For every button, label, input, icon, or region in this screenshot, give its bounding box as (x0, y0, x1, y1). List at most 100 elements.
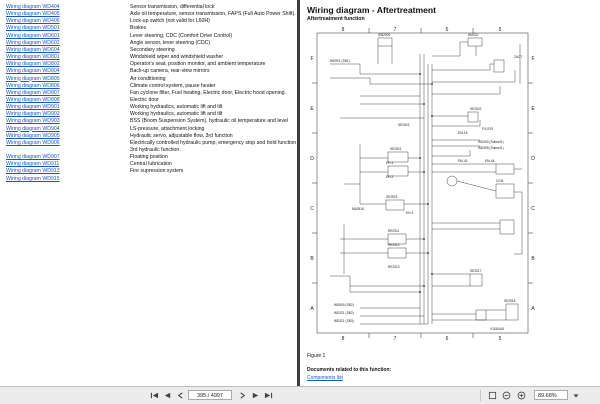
diagram-description: Hydraulic servo, adjustable flow, 3rd fu… (130, 132, 233, 139)
wiring-diagram-link[interactable]: Wiring diagram WD406 (6, 18, 60, 25)
diagram-description: Electric door (130, 96, 159, 103)
diagram-description: Lock-up switch (not valid for L60H) (130, 18, 210, 25)
wiring-diagram-link[interactable]: Wiring diagram WD907 (6, 154, 60, 161)
list-item: Wiring diagram WD902 Working hydraulics, … (6, 111, 296, 118)
wiring-diagram-link[interactable]: Wiring diagram WD405 (6, 11, 60, 18)
diagram-label: SE2543 (398, 123, 410, 127)
wiring-diagram-link[interactable]: Wiring diagram WD808 (6, 96, 60, 103)
previous-page-alt-button[interactable] (174, 390, 186, 401)
col-label: 8 (342, 336, 345, 342)
chevron-right-icon (239, 392, 245, 399)
wiring-diagram-link[interactable]: Wiring diagram WD915 (6, 175, 60, 182)
diagram-label: MA2516 (352, 207, 364, 211)
wiring-diagram: 8 7 6 5 8 7 6 5 F E D C B A F E D C B A (310, 27, 535, 342)
wiring-diagram-link[interactable]: Wiring diagram WD901 (6, 104, 60, 111)
page-title: Wiring diagram - Aftertreatment (307, 5, 437, 15)
wiring-diagram-link[interactable]: Wiring diagram WD801 (6, 54, 60, 61)
zoom-dropdown-button[interactable] (570, 390, 582, 401)
diagram-label: EH-3 (406, 211, 413, 215)
previous-page-button[interactable] (161, 390, 173, 401)
col-label: 6 (446, 27, 449, 33)
components-list-link[interactable]: Components list (307, 375, 343, 381)
zoom-level-field[interactable]: 89.68% (534, 390, 568, 400)
diagram-label: WD395 (Subnet1) (478, 146, 504, 150)
diagram-label: RE2512 (388, 243, 400, 247)
diagram-description: Axle oil temperature, sensor transmissio… (130, 11, 296, 18)
diagram-label: WD905 (SB2) (334, 303, 354, 307)
wiring-diagram-link[interactable]: Wiring diagram WD804 (6, 68, 60, 75)
diagram-description: Fan cyclone filter, Fuel heating, Electr… (130, 89, 286, 96)
next-page-alt-button[interactable] (236, 390, 248, 401)
zoom-in-button[interactable] (515, 390, 527, 401)
row-label: A (531, 306, 535, 312)
wiring-diagram-link[interactable]: Wiring diagram WD807 (6, 89, 60, 96)
diagram-description: Back-up camera, rear-view mirrors (130, 68, 210, 75)
zoom-in-icon (517, 391, 525, 400)
diagram-description: Floating position (130, 154, 168, 161)
related-heading: Documents related to this function: (307, 367, 392, 373)
list-item: Wiring diagram WD808 Electric door (6, 97, 296, 104)
list-item: Wiring diagram WD804 Back-up camera, rear… (6, 68, 296, 75)
wiring-diagram-link[interactable]: Wiring diagram WD913 (6, 168, 60, 175)
diagram-label: SW2009 (378, 33, 390, 37)
page-number-field[interactable]: 395 / 4997 (188, 390, 232, 400)
col-label: 8 (342, 27, 345, 33)
col-label: 7 (394, 336, 397, 342)
figure-label: Figure 1 (307, 353, 326, 359)
wiring-diagram-link[interactable]: Wiring diagram WD404 (6, 4, 60, 10)
list-item: Wiring diagram WD406 Lock-up switch (not … (6, 18, 296, 25)
list-item: Wiring diagram WD604 Secondary steering (6, 47, 296, 54)
row-label: C (531, 206, 535, 212)
list-item: Wiring diagram WD903 BSS (Boom Suspension… (6, 118, 296, 125)
list-item: Wiring diagram WD905 Hydraulic servo, adj… (6, 133, 296, 140)
last-page-button[interactable] (262, 390, 274, 401)
diagram-label: SE2522 (470, 107, 482, 111)
wiring-diagram-link[interactable]: Wiring diagram WD601 (6, 32, 60, 39)
diagram-description: Operator's seat, position monitor, and a… (130, 61, 266, 68)
diagram-label: SE2523 (386, 195, 398, 199)
zoom-out-button[interactable] (500, 390, 512, 401)
diagram-label: WD390 (Subnet1) (478, 140, 504, 144)
list-item: Wiring diagram WD802 Operator's seat, pos… (6, 61, 296, 68)
wiring-diagram-link[interactable]: Wiring diagram WD906 (6, 139, 60, 146)
diagram-description: Working hydraulics, automatic lift and t… (130, 111, 223, 118)
wiring-diagram-link[interactable]: Wiring diagram WD802 (6, 61, 60, 68)
diagram-description: BSS (Boom Suspension System), hydraulic … (130, 118, 289, 125)
row-label: F (310, 56, 313, 62)
diagram-description: Secondary steering (130, 46, 175, 53)
chevron-down-icon (573, 393, 579, 398)
list-item: Wiring diagram WD405 Axle oil temperature… (6, 11, 296, 18)
diagram-description: Lever steering, CDC (Comfort Drive Contr… (130, 32, 233, 39)
wiring-diagram-link[interactable]: Wiring diagram WD501 (6, 25, 60, 32)
wiring-diagram-link[interactable]: Wiring diagram WD903 (6, 118, 60, 125)
diagram-label: SE2517 (470, 269, 482, 273)
fit-page-button[interactable] (486, 390, 498, 401)
wiring-diagram-link[interactable]: Wiring diagram WD902 (6, 111, 60, 118)
arrow-right-icon (252, 392, 258, 399)
diagram-label: EM-43 (458, 159, 468, 163)
diagram-label: EM-16 (458, 131, 468, 135)
wiring-diagram-link[interactable]: Wiring diagram WD911 (6, 161, 60, 168)
zoom-out-icon (502, 391, 510, 400)
list-item: Wiring diagram WD601 Lever steering, CDC … (6, 33, 296, 40)
col-label: 5 (499, 27, 502, 33)
list-item: Wiring diagram WD907 Floating position (6, 154, 296, 161)
diagram-code: V1150416 (490, 327, 505, 331)
list-item: Wiring diagram WD911 Central lubrication (6, 161, 296, 168)
wiring-diagram-link[interactable]: Wiring diagram WD604 (6, 46, 60, 53)
first-page-button[interactable] (148, 390, 160, 401)
diagram-description: Electrically controlled hydraulic pump, … (130, 139, 297, 146)
wiring-diagram-link[interactable]: Wiring diagram WD602 (6, 39, 60, 46)
row-label: D (531, 156, 535, 162)
wiring-diagram-link[interactable]: Wiring diagram WD904 (6, 125, 60, 132)
row-label: C (310, 206, 314, 212)
next-page-button[interactable] (249, 390, 261, 401)
wiring-diagram-link[interactable]: Wiring diagram WD805 (6, 75, 60, 82)
wiring-diagram-link[interactable]: Wiring diagram WD806 (6, 82, 60, 89)
wiring-diagram-link[interactable]: Wiring diagram WD905 (6, 132, 60, 139)
diagram-description: Sensor transmission, differential lock (130, 4, 215, 10)
diagram-label: EH-1 (386, 161, 393, 165)
diagram-description: Central lubrication (130, 161, 172, 168)
